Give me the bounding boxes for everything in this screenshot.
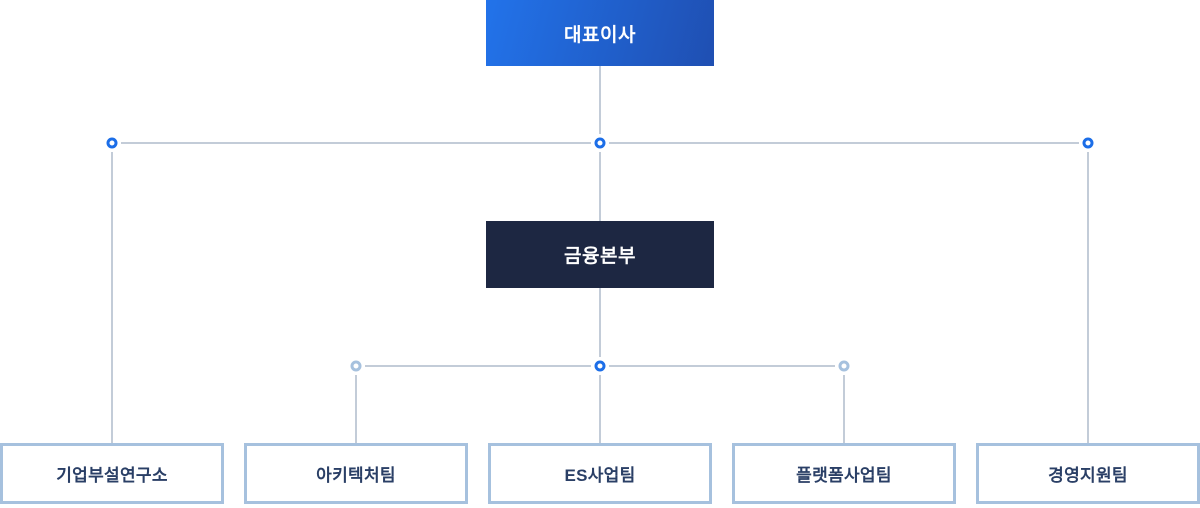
org-box-team-research-institute: 기업부설연구소: [0, 443, 224, 504]
org-box-team-label: 경영지원팀: [1048, 466, 1128, 485]
org-box-team-label: 아키텍처팀: [316, 466, 396, 485]
connector-node-icon: [106, 137, 118, 149]
org-box-team-label: 플랫폼사업팀: [796, 466, 892, 485]
org-box-team-es-business: ES사업팀: [488, 443, 712, 504]
connector-node-icon: [838, 360, 850, 372]
connector-node-icon: [594, 360, 606, 372]
connector-node-icon: [1082, 137, 1094, 149]
org-box-ceo-label: 대표이사: [564, 24, 636, 46]
org-box-division-label: 금융본부: [564, 246, 636, 267]
org-box-division: 금융본부: [486, 221, 714, 288]
connector-node-icon: [594, 137, 606, 149]
org-box-team-label: 기업부설연구소: [56, 466, 168, 485]
org-box-team-management-support: 경영지원팀: [976, 443, 1200, 504]
org-box-team-label: ES사업팀: [564, 466, 636, 485]
connector-node-icon: [350, 360, 362, 372]
org-box-team-platform-business: 플랫폼사업팀: [732, 443, 956, 504]
org-box-team-architecture: 아키텍처팀: [244, 443, 468, 504]
org-box-ceo: 대표이사: [486, 0, 714, 66]
